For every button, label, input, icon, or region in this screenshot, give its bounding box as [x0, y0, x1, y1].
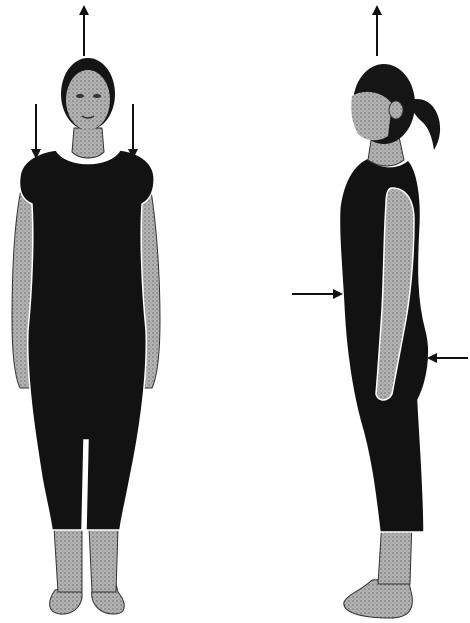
front-neck [72, 128, 104, 158]
side-head [351, 64, 415, 144]
front-calves [54, 528, 118, 592]
front-view-figure [12, 58, 160, 614]
front-head [61, 58, 115, 130]
front-bodysuit [20, 150, 155, 530]
side-view-figure [339, 64, 440, 618]
